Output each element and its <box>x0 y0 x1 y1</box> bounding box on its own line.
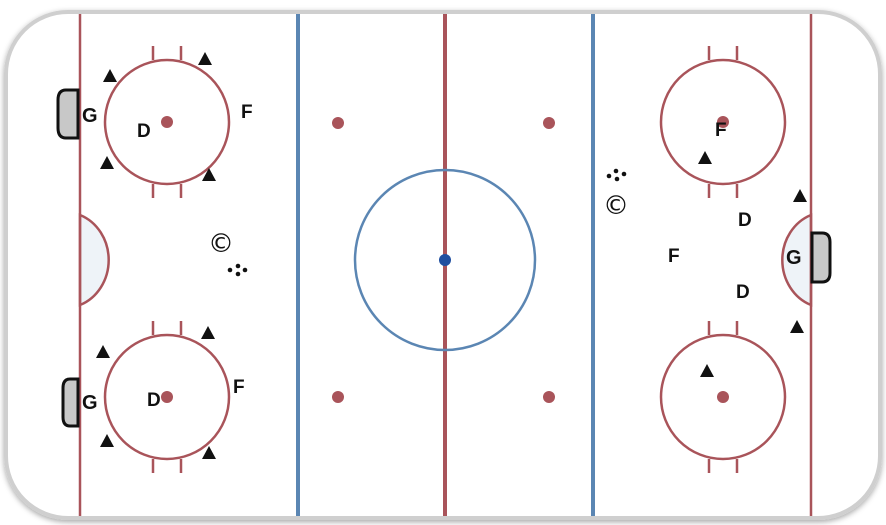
left-top-net <box>56 88 80 140</box>
right-bottom-faceoff-dot <box>717 391 729 403</box>
player-cone-marker <box>202 446 216 459</box>
left-top-faceoff-circle <box>103 58 231 186</box>
neutral-zone-dot <box>543 391 555 403</box>
coach-symbol: © <box>603 191 629 221</box>
forward-label: F <box>241 102 253 123</box>
left-top-faceoff-dot <box>161 116 173 128</box>
right-goal-crease <box>781 213 813 307</box>
faceoff-hashmarks <box>151 46 739 473</box>
player-cone-marker <box>103 69 117 82</box>
player-cone-marker <box>793 189 807 202</box>
left-bottom-faceoff-circle <box>103 333 231 461</box>
right-bottom-faceoff-circle <box>659 333 787 461</box>
defense-label: D <box>147 390 161 411</box>
goalie-label: G <box>82 392 98 414</box>
player-cone-marker <box>96 345 110 358</box>
player-cone-marker <box>198 52 212 65</box>
coach-symbol: © <box>208 229 234 259</box>
left-bottom-faceoff-dot <box>161 391 173 403</box>
forward-label: F <box>715 120 727 141</box>
player-cone-marker <box>790 320 804 333</box>
left-bottom-net <box>61 377 80 428</box>
player-cone-marker <box>100 156 114 169</box>
player-cone-marker <box>100 434 114 447</box>
goalie-label: G <box>786 247 802 269</box>
player-markers <box>96 52 807 459</box>
player-cone-marker <box>700 364 714 377</box>
forward-label: F <box>668 246 680 267</box>
left-goal-crease <box>78 213 110 307</box>
center-faceoff-circle <box>353 168 537 352</box>
center-faceoff-dot <box>439 254 451 266</box>
neutral-zone-dot <box>543 117 555 129</box>
defense-label: D <box>137 121 151 142</box>
zone-faceoff-circles <box>103 58 787 461</box>
defense-label: D <box>738 210 752 231</box>
defense-label: D <box>736 282 750 303</box>
right-top-faceoff-circle <box>659 58 787 186</box>
puck-pile <box>606 168 627 182</box>
right-top-faceoff-dot <box>717 116 729 128</box>
neutral-zone-dot <box>332 117 344 129</box>
player-cone-marker <box>202 168 216 181</box>
puck-pile <box>227 263 248 277</box>
player-cone-marker <box>698 151 712 164</box>
right-net <box>810 231 832 284</box>
neutral-zone-dot <box>332 391 344 403</box>
player-cone-marker <box>201 326 215 339</box>
forward-label: F <box>233 377 245 398</box>
goalie-label: G <box>82 105 98 127</box>
